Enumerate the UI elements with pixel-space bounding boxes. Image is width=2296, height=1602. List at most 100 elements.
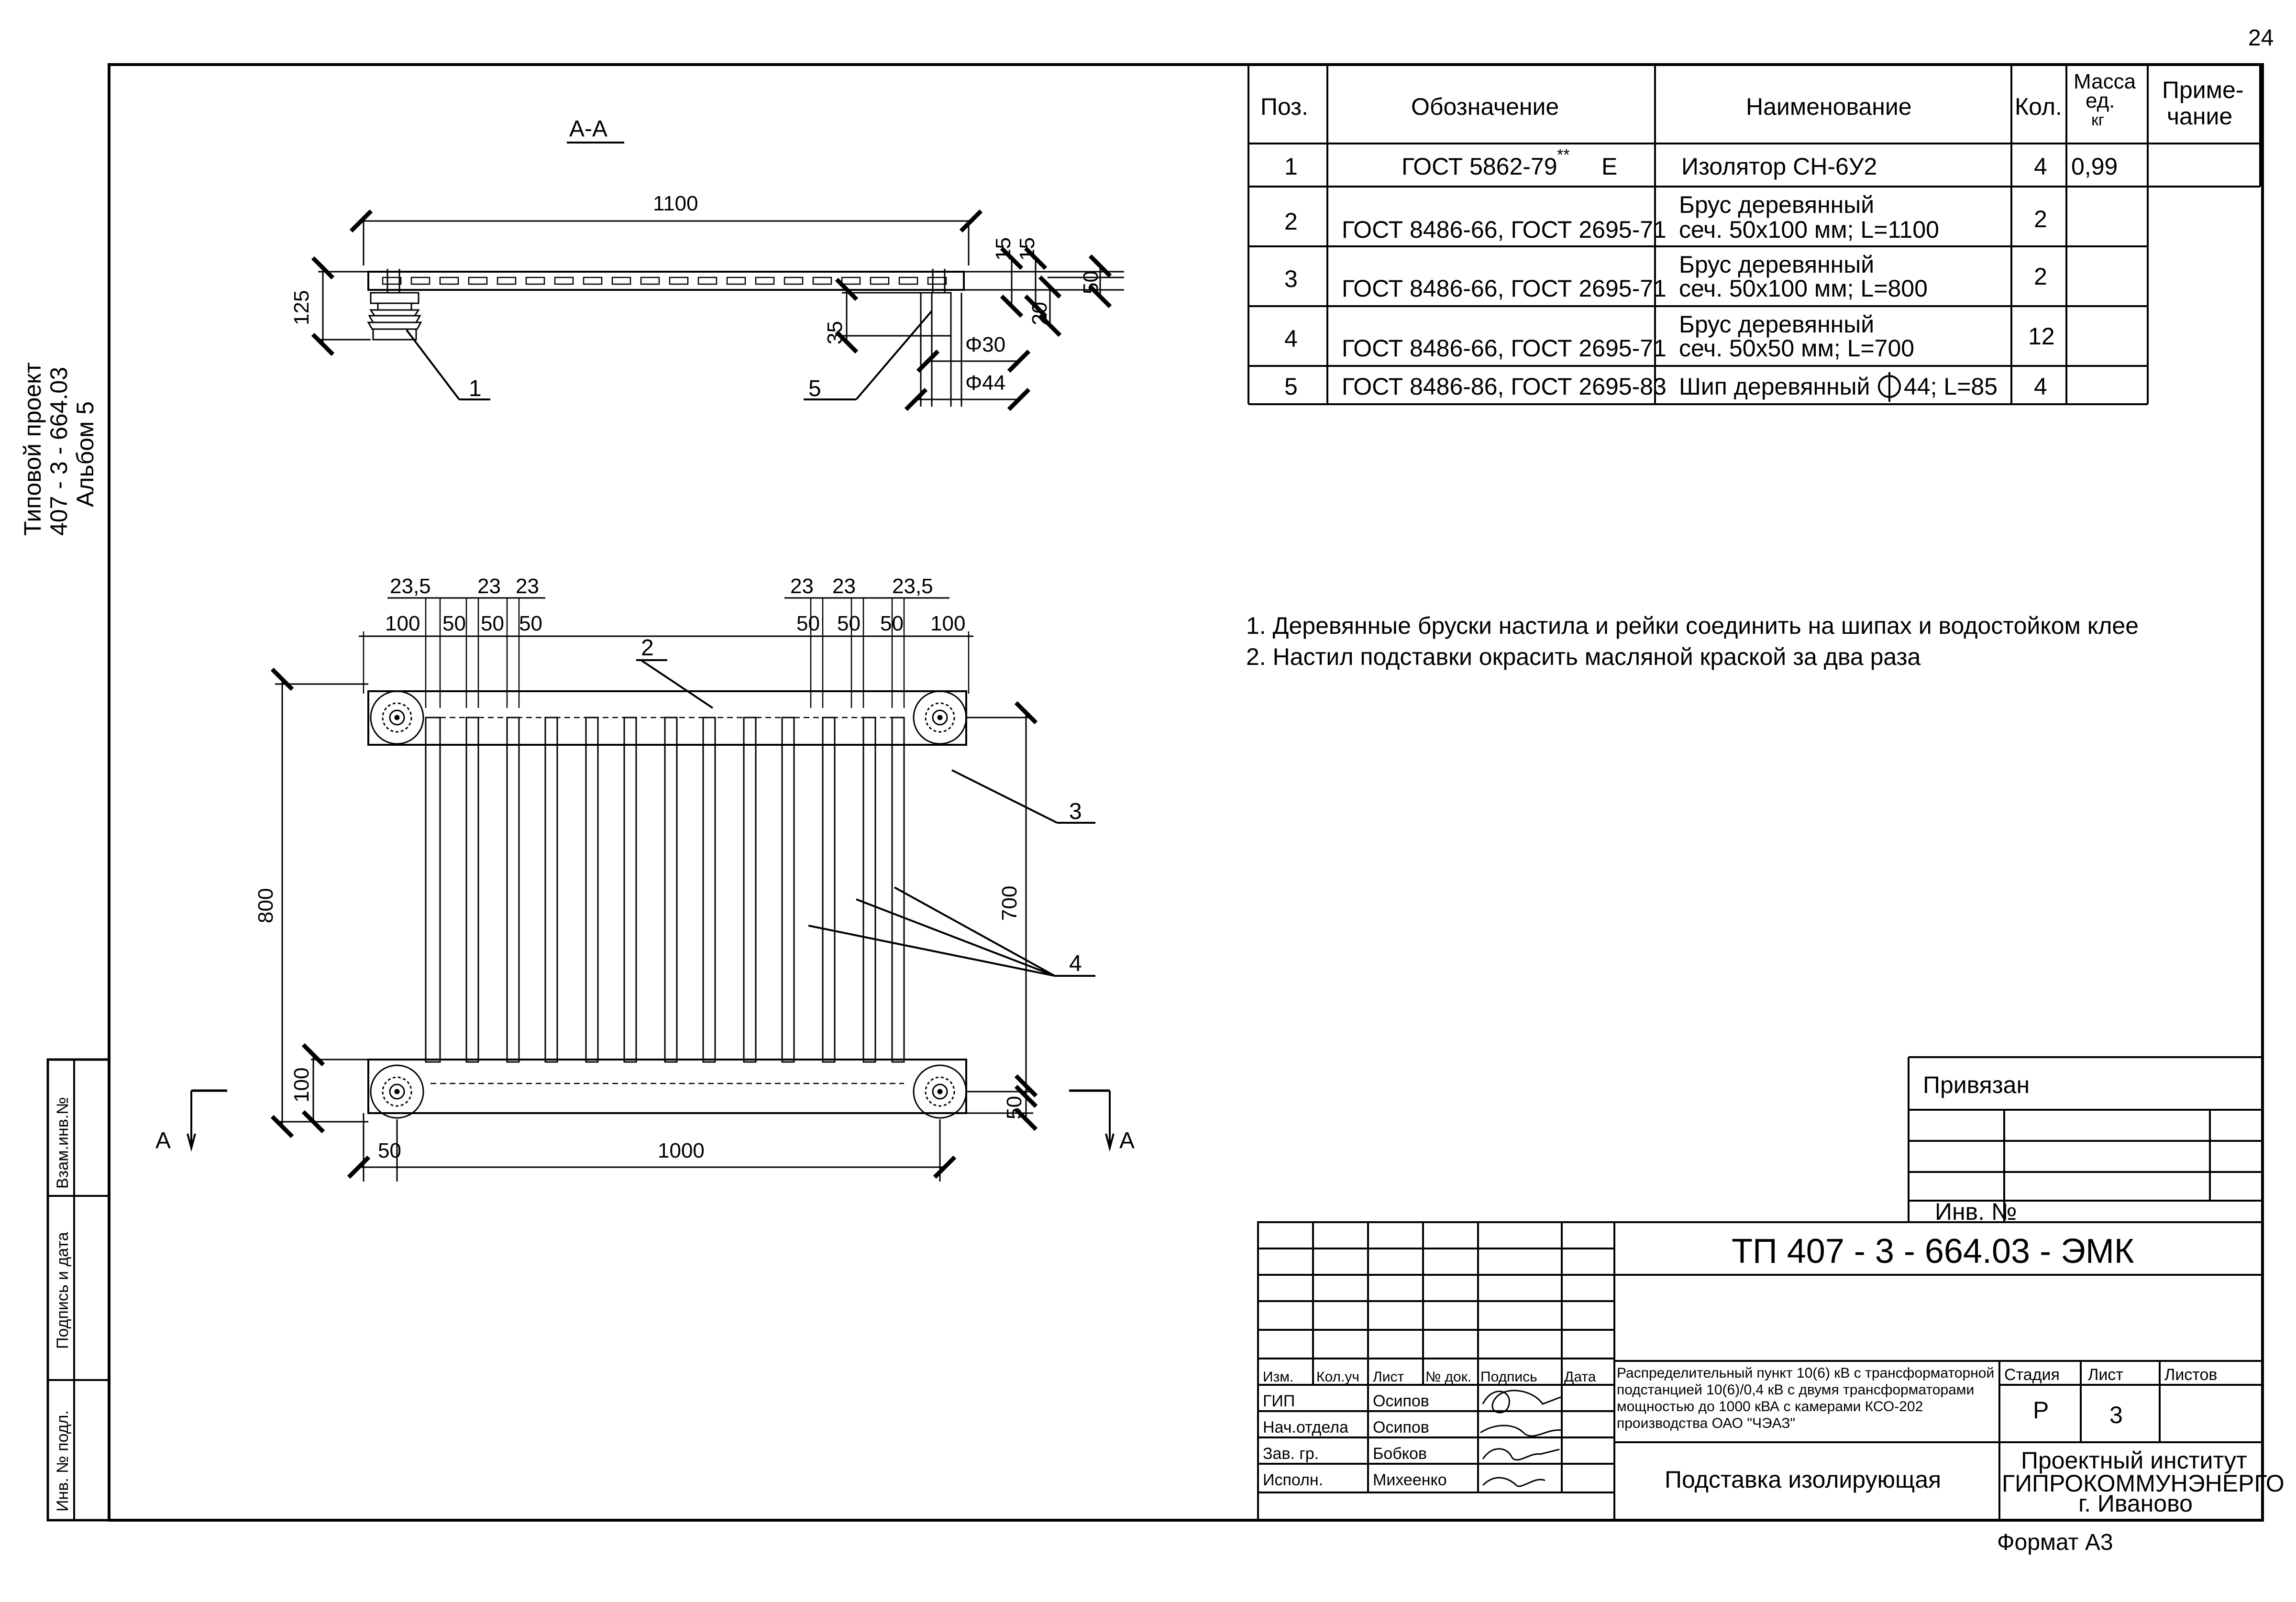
row3-pos: 3 <box>1284 265 1298 292</box>
col-podpis: Подпись <box>1480 1369 1537 1385</box>
name-gip: Осипов <box>1373 1392 1429 1410</box>
th-mass-3: кг <box>2091 111 2104 129</box>
role-gip: ГИП <box>1263 1392 1295 1410</box>
row5-code: ГОСТ 8486-86, ГОСТ 2695-83 <box>1342 373 1667 400</box>
svg-text:Инв. № подл.: Инв. № подл. <box>54 1410 72 1512</box>
svg-text:407 - 3 - 664.03: 407 - 3 - 664.03 <box>45 367 72 536</box>
row5-pos: 5 <box>1284 373 1298 400</box>
svg-text:Альбом 5: Альбом 5 <box>72 401 99 507</box>
dim-100-right: 100 <box>930 612 965 635</box>
th-note-1: Приме- <box>2162 77 2244 103</box>
row1-code-suffix: Е <box>1601 153 1617 180</box>
name-ispoln: Михеенко <box>1373 1471 1447 1489</box>
col-ndok: № док. <box>1425 1369 1471 1385</box>
drawing-name: Подставка изолирующая <box>1665 1466 1941 1493</box>
dim-235-right: 23,5 <box>892 575 933 598</box>
row4-qty: 12 <box>2028 323 2055 350</box>
row1-pos: 1 <box>1284 153 1298 180</box>
plan-view: 23,5 23 23 23 23 23,5 100 50 50 50 50 50… <box>155 575 1135 1182</box>
callout-4: 4 <box>1069 951 1082 976</box>
dim-50-bottom: 50 <box>378 1139 401 1162</box>
dim-50-b: 50 <box>481 612 504 635</box>
row3-qty: 2 <box>2034 263 2047 290</box>
format-label: Формат А3 <box>1997 1530 2113 1555</box>
dim-50-a: 50 <box>442 612 466 635</box>
dim-phi44: Φ44 <box>965 371 1005 395</box>
sheet-frame <box>108 63 2264 1522</box>
row2-qty: 2 <box>2034 206 2047 232</box>
dim-1000: 1000 <box>658 1139 705 1162</box>
row4-pos: 4 <box>1284 325 1298 352</box>
dim-15b: 15 <box>1016 237 1039 261</box>
dim-700: 700 <box>998 886 1021 921</box>
dim-23-a: 23 <box>477 575 501 598</box>
dim-50-c: 50 <box>519 612 542 635</box>
row1-name: Изолятор СН-6У2 <box>1681 153 1877 180</box>
note-1: 1. Деревянные бруски настила и рейки сое… <box>1246 612 2139 639</box>
th-code: Обозначение <box>1411 93 1559 120</box>
stage-header: Стадия <box>2004 1366 2060 1384</box>
dim-50-e: 50 <box>837 612 861 635</box>
th-qty: Кол. <box>2015 93 2062 120</box>
callout-1: 1 <box>469 376 482 401</box>
sheet-value: 3 <box>2109 1402 2123 1428</box>
section-mark-left: А <box>155 1128 171 1153</box>
project-line-1: Распределительный пункт 10(6) кВ с транс… <box>1617 1365 1994 1381</box>
callout-3: 3 <box>1069 799 1082 824</box>
th-pos: Поз. <box>1260 93 1308 120</box>
dim-125: 125 <box>290 290 313 325</box>
dim-35: 35 <box>823 321 847 344</box>
project-line-3: мощностью до 1000 кВА с камерами КСО-202 <box>1617 1399 1923 1414</box>
col-list: Лист <box>1373 1369 1404 1385</box>
row1-code-sup: ** <box>1557 146 1569 164</box>
org-line-2: ГИПРОКОММУНЭНЕРГО <box>2002 1470 2285 1497</box>
dim-20: 20 <box>1028 302 1051 325</box>
callout-5: 5 <box>808 376 821 401</box>
row1-mass: 0,99 <box>2071 153 2118 180</box>
row5-qty: 4 <box>2034 373 2047 400</box>
th-mass-1: Масса <box>2074 70 2136 93</box>
role-zav: Зав. гр. <box>1263 1445 1319 1463</box>
dim-800: 800 <box>254 888 277 923</box>
col-data: Дата <box>1564 1369 1596 1385</box>
side-stamp: Взам.инв.№ Подпись и дата Инв. № подл. <box>46 1058 110 1522</box>
col-izm: Изм. <box>1263 1369 1293 1385</box>
row4-name1: Брус деревянный <box>1679 311 1874 338</box>
signatures <box>1480 1390 1562 1487</box>
privyazan-inv: Инв. № <box>1935 1198 2017 1225</box>
row5-name-suffix: 44; L=85 <box>1904 373 1998 400</box>
th-mass-2: ед. <box>2086 89 2115 112</box>
dim-235-left: 23,5 <box>390 575 431 598</box>
section-view-aa: А-А 1100 <box>290 116 1124 411</box>
org-line-1: Проектный институт <box>2021 1447 2247 1474</box>
row3-name1: Брус деревянный <box>1679 251 1874 278</box>
th-note-2: чание <box>2167 103 2232 130</box>
dim-50: 50 <box>1079 271 1103 294</box>
th-name: Наименование <box>1746 93 1912 120</box>
dim-23-b: 23 <box>516 575 539 598</box>
project-line-4: производства ОАО "ЧЭАЗ" <box>1617 1415 1795 1431</box>
dim-100-left: 100 <box>385 612 420 635</box>
row4-name2: сеч. 50х50 мм; L=700 <box>1679 335 1914 362</box>
dim-50-d: 50 <box>796 612 820 635</box>
col-kolch: Кол.уч <box>1316 1369 1359 1385</box>
sheets-header: Листов <box>2164 1366 2217 1384</box>
row3-code: ГОСТ 8486-66, ГОСТ 2695-71 <box>1342 275 1667 302</box>
sheet-header: Лист <box>2088 1366 2123 1384</box>
privyazan-title: Привязан <box>1923 1072 2030 1098</box>
row5-name1: Шип деревянный <box>1679 373 1870 400</box>
project-line-2: подстанцией 10(6)/0,4 кВ с двумя трансфо… <box>1617 1382 1974 1398</box>
dim-1100: 1100 <box>653 192 698 215</box>
svg-text:Типовой проект: Типовой проект <box>19 362 46 536</box>
section-title: А-А <box>569 116 607 142</box>
row2-name2: сеч. 50х100 мм; L=1100 <box>1679 216 1939 243</box>
callout-2: 2 <box>641 635 654 661</box>
dim-phi30: Φ30 <box>965 333 1005 356</box>
side-label: Типовой проект 407 - 3 - 664.03 Альбом 5 <box>19 362 99 536</box>
svg-text:Взам.инв.№: Взам.инв.№ <box>54 1097 72 1189</box>
dim-23-c: 23 <box>790 575 814 598</box>
title-block: ТП 407 - 3 - 664.03 - ЭМК Изм. Кол.уч Ли… <box>1257 1221 2285 1521</box>
role-ispoln: Исполн. <box>1263 1471 1323 1489</box>
row2-code: ГОСТ 8486-66, ГОСТ 2695-71 <box>1342 216 1667 243</box>
doc-code: ТП 407 - 3 - 664.03 - ЭМК <box>1732 1232 2134 1271</box>
